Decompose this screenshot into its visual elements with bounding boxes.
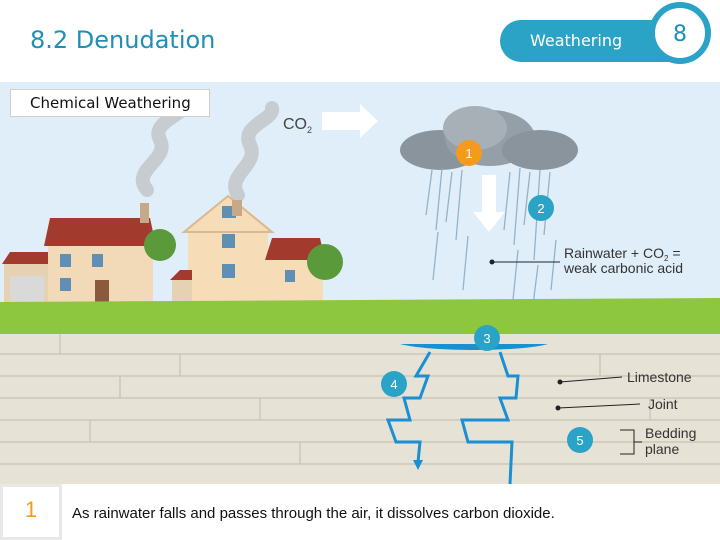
limestone <box>0 334 720 484</box>
tree-right <box>307 244 343 280</box>
bedding-bracket <box>620 429 642 455</box>
svg-text:4: 4 <box>390 377 397 392</box>
rain-label-dot <box>489 259 495 265</box>
marker-4: 4 <box>381 371 407 397</box>
grass <box>0 298 720 344</box>
co2-label: CO2 <box>283 116 312 135</box>
caption-text: As rainwater falls and passes through th… <box>72 505 555 522</box>
joint-line <box>557 403 641 409</box>
limestone-label: Limestone <box>627 369 692 385</box>
joint-label: Joint <box>648 396 678 412</box>
house-left <box>2 203 156 302</box>
step-box <box>0 484 62 540</box>
section-title: 8.2 Denudation <box>30 26 216 54</box>
joint-left <box>385 351 432 463</box>
tree-left <box>144 229 176 261</box>
topic-label: Weathering <box>530 31 623 50</box>
svg-text:3: 3 <box>483 331 490 346</box>
chimney-smoke-right <box>228 101 279 202</box>
joint-left-arrow <box>413 460 423 470</box>
marker-2: 2 <box>528 195 554 221</box>
house-right <box>170 194 325 302</box>
rain-arrow <box>473 175 505 232</box>
limestone-dot <box>557 379 563 385</box>
page-number: 8 <box>673 22 687 47</box>
marker-5: 5 <box>567 427 593 453</box>
marker-3: 3 <box>474 325 500 351</box>
bedding-label-1: Bedding <box>645 425 696 441</box>
page-badge <box>649 2 711 64</box>
bedding-lines <box>0 334 720 465</box>
subtopic-tag <box>10 89 210 117</box>
joint-dot <box>555 405 561 411</box>
svg-text:2: 2 <box>537 201 544 216</box>
header-bar: 8.2 Denudation Weathering 8 <box>0 0 720 82</box>
step-number: 1 <box>24 497 38 522</box>
caption-bar <box>0 484 720 540</box>
limestone-line <box>559 376 623 383</box>
co2-arrow <box>322 104 378 138</box>
surface-pool <box>400 344 548 350</box>
svg-text:1: 1 <box>465 146 472 161</box>
rain-label: Rainwater + CO2 = <box>564 245 681 263</box>
svg-text:5: 5 <box>576 433 583 448</box>
weathering-diagram: CO2 <box>0 82 720 484</box>
joint-right <box>460 351 520 484</box>
subtopic-label: Chemical Weathering <box>30 94 191 112</box>
bedding-label-2: plane <box>645 441 679 457</box>
rain-label-2: weak carbonic acid <box>563 260 683 276</box>
marker-1: 1 <box>456 140 482 166</box>
